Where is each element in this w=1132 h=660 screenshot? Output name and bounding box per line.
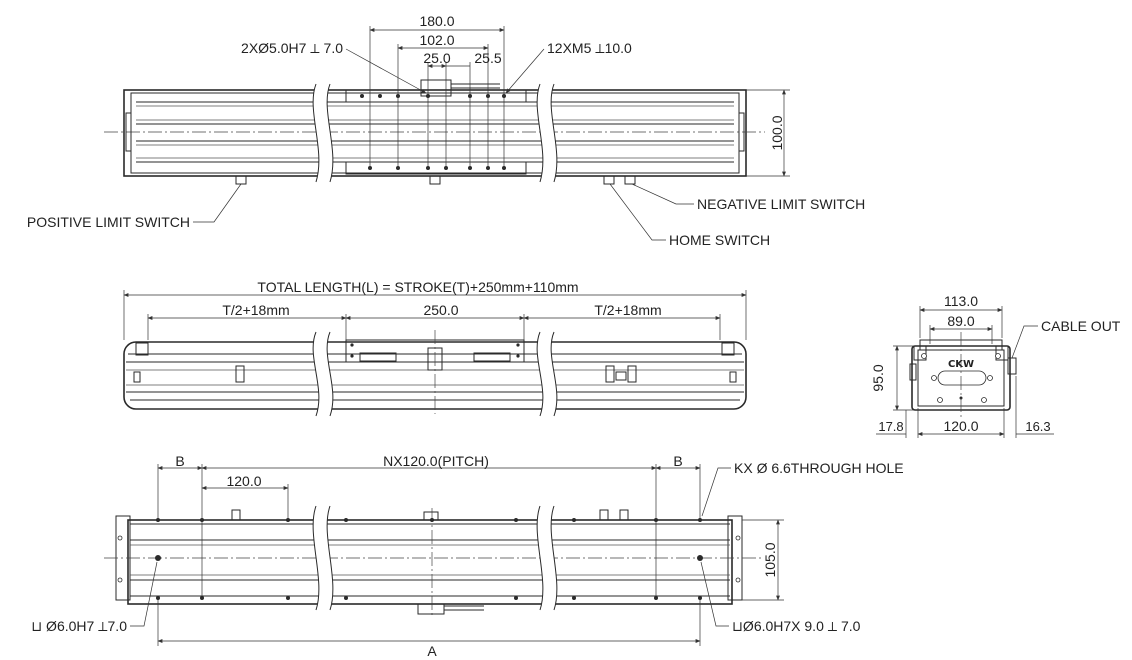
dim-left-travel: T/2+18mm xyxy=(222,302,289,318)
dim-113: 113.0 xyxy=(944,293,978,309)
dim-b-left: B xyxy=(175,453,184,469)
callout-tap-holes: 12XM5 ⟂10.0 xyxy=(547,40,632,56)
dim-right-travel: T/2+18mm xyxy=(594,302,661,318)
bottom-view: B NX120.0(PITCH) B 120.0 105.0 A KX Ø 6.… xyxy=(31,453,903,659)
dim-17-8: 17.8 xyxy=(878,419,903,434)
callout-counterbore-left: ⊔ Ø6.0H7 ⟂7.0 xyxy=(31,618,127,634)
side-view: TOTAL LENGTH(L) = STROKE(T)+250mm+110mm … xyxy=(123,279,747,417)
end-view-dimensions xyxy=(876,306,1054,438)
dim-a: A xyxy=(427,643,437,659)
end-view-labels: CKW 113.0 89.0 95.0 17.8 120.0 16.3 CABL… xyxy=(870,293,1121,434)
dim-total-length: TOTAL LENGTH(L) = STROKE(T)+250mm+110mm xyxy=(257,279,578,295)
callout-through-hole: KX Ø 6.6THROUGH HOLE xyxy=(734,460,904,476)
top-view-break-marks xyxy=(312,83,558,183)
label-negative-limit-switch: NEGATIVE LIMIT SWITCH xyxy=(697,196,865,212)
bottom-view-body xyxy=(104,508,762,616)
dim-b-right: B xyxy=(673,453,682,469)
end-view-body xyxy=(909,332,1017,420)
dim-100: 100.0 xyxy=(769,115,785,150)
dim-105: 105.0 xyxy=(762,542,778,577)
side-view-break-marks xyxy=(312,331,558,417)
bottom-view-dimensions xyxy=(130,464,784,646)
dim-pitch: NX120.0(PITCH) xyxy=(383,453,489,469)
side-view-labels: TOTAL LENGTH(L) = STROKE(T)+250mm+110mm … xyxy=(222,279,661,318)
bottom-view-break-marks xyxy=(312,505,558,611)
dim-120-bottom: 120.0 xyxy=(226,473,261,489)
ckw-logo: CKW xyxy=(948,359,974,370)
dim-16-3: 16.3 xyxy=(1025,419,1050,434)
callout-dowel-holes: 2XØ5.0H7 ⟂ 7.0 xyxy=(241,40,343,56)
label-cable-out: CABLE OUT xyxy=(1041,318,1121,334)
dim-180: 180.0 xyxy=(419,13,454,29)
label-positive-limit-switch: POSITIVE LIMIT SWITCH xyxy=(27,214,190,230)
dim-120-end: 120.0 xyxy=(943,418,978,434)
dim-25-5: 25.5 xyxy=(474,50,501,66)
dim-carriage-250: 250.0 xyxy=(423,302,458,318)
bottom-view-labels: B NX120.0(PITCH) B 120.0 105.0 A KX Ø 6.… xyxy=(31,453,903,659)
dim-89: 89.0 xyxy=(947,313,974,329)
side-view-dimensions xyxy=(123,290,747,340)
top-view-dimensions xyxy=(193,26,790,241)
top-view-body xyxy=(104,79,765,185)
callout-counterbore-right: ⊔Ø6.0H7X 9.0 ⟂ 7.0 xyxy=(732,618,861,634)
side-view-body xyxy=(123,330,747,414)
top-view: 180.0 102.0 25.0 25.5 100.0 2XØ5.0H7 ⟂ 7… xyxy=(27,13,865,248)
top-view-labels: 180.0 102.0 25.0 25.5 100.0 2XØ5.0H7 ⟂ 7… xyxy=(27,13,865,248)
dim-25: 25.0 xyxy=(423,50,450,66)
dim-95: 95.0 xyxy=(870,364,886,391)
label-home-switch: HOME SWITCH xyxy=(669,232,770,248)
dim-102: 102.0 xyxy=(419,32,454,48)
end-view: CKW 113.0 89.0 95.0 17.8 120.0 16.3 CABL… xyxy=(870,293,1121,438)
